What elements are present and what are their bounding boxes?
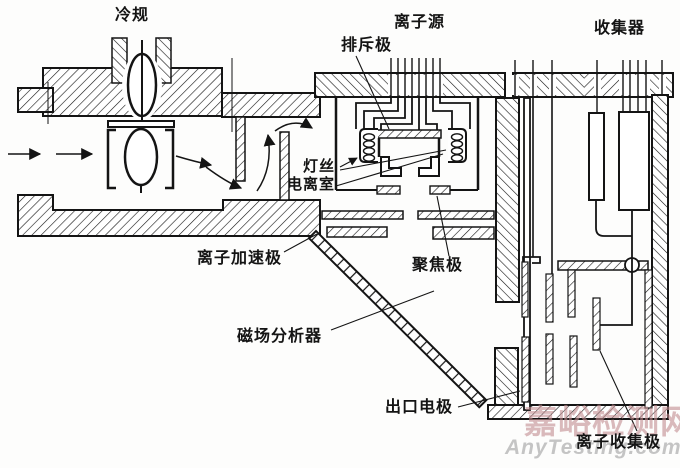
exit-slit-plate: [376, 185, 401, 195]
label-exit-electrode: 出口电极: [385, 399, 454, 416]
label-ionization-chamber: 电离室: [287, 177, 336, 193]
exit-slit-plate: [429, 185, 451, 195]
label-magnetic-analyzer: 磁场分析器: [237, 328, 323, 345]
collector-flange: [512, 60, 674, 113]
exit-electrode-bar: [521, 336, 530, 403]
collector-assembly: [487, 94, 669, 420]
gauge-tube: [123, 127, 159, 187]
electrode-lead-wires: [355, 98, 471, 130]
baffle-plate: [235, 116, 246, 182]
collector-electrode: [618, 111, 650, 211]
label-ion-collector: 离子收集极: [576, 434, 662, 451]
label-filament: 灯丝: [303, 159, 336, 175]
collector-outer-wall: [651, 94, 669, 420]
ion-source-flange: [314, 58, 506, 98]
collector-liner-wall: [523, 97, 531, 411]
ion-collector-bar: [592, 297, 601, 351]
label-repeller: 排斥极: [341, 37, 393, 54]
vacuum-envelope-walls: [17, 92, 321, 237]
feedthrough-pins: [514, 60, 663, 113]
baffle-plate: [279, 131, 290, 201]
separating-wall: [494, 97, 520, 411]
gas-flow-arrows: [8, 117, 314, 192]
collector-bottom-wall: [487, 404, 669, 420]
repeller-plate: [376, 129, 442, 139]
ion-source-assembly: [334, 98, 480, 195]
gauge-electrode: [165, 128, 175, 190]
collector-box-top-wall: [557, 260, 649, 271]
label-collector: 收集器: [594, 20, 646, 37]
accelerator-and-focusing-plates: [321, 210, 495, 240]
label-ion-source: 离子源: [394, 14, 446, 31]
gauge-electrode: [106, 128, 116, 190]
collector-electrode: [588, 112, 605, 201]
watermark-site-url: AnyTesting.com: [505, 436, 680, 459]
collector-slit-electrodes: [521, 261, 653, 409]
watermark-site-name: 嘉峪检测网: [524, 405, 680, 441]
leader-lines: [283, 55, 638, 432]
filament-coil: [450, 133, 464, 162]
filament-coil: [362, 133, 376, 162]
label-focusing-electrode: 聚焦极: [412, 257, 464, 274]
magnetic-analyzer-tube: [307, 229, 488, 409]
cold-gauge-assembly: [17, 37, 233, 193]
feedthrough-pins: [390, 58, 441, 98]
label-cold-gauge: 冷规: [115, 7, 150, 24]
label-ion-accelerator: 离子加速极: [197, 250, 283, 267]
